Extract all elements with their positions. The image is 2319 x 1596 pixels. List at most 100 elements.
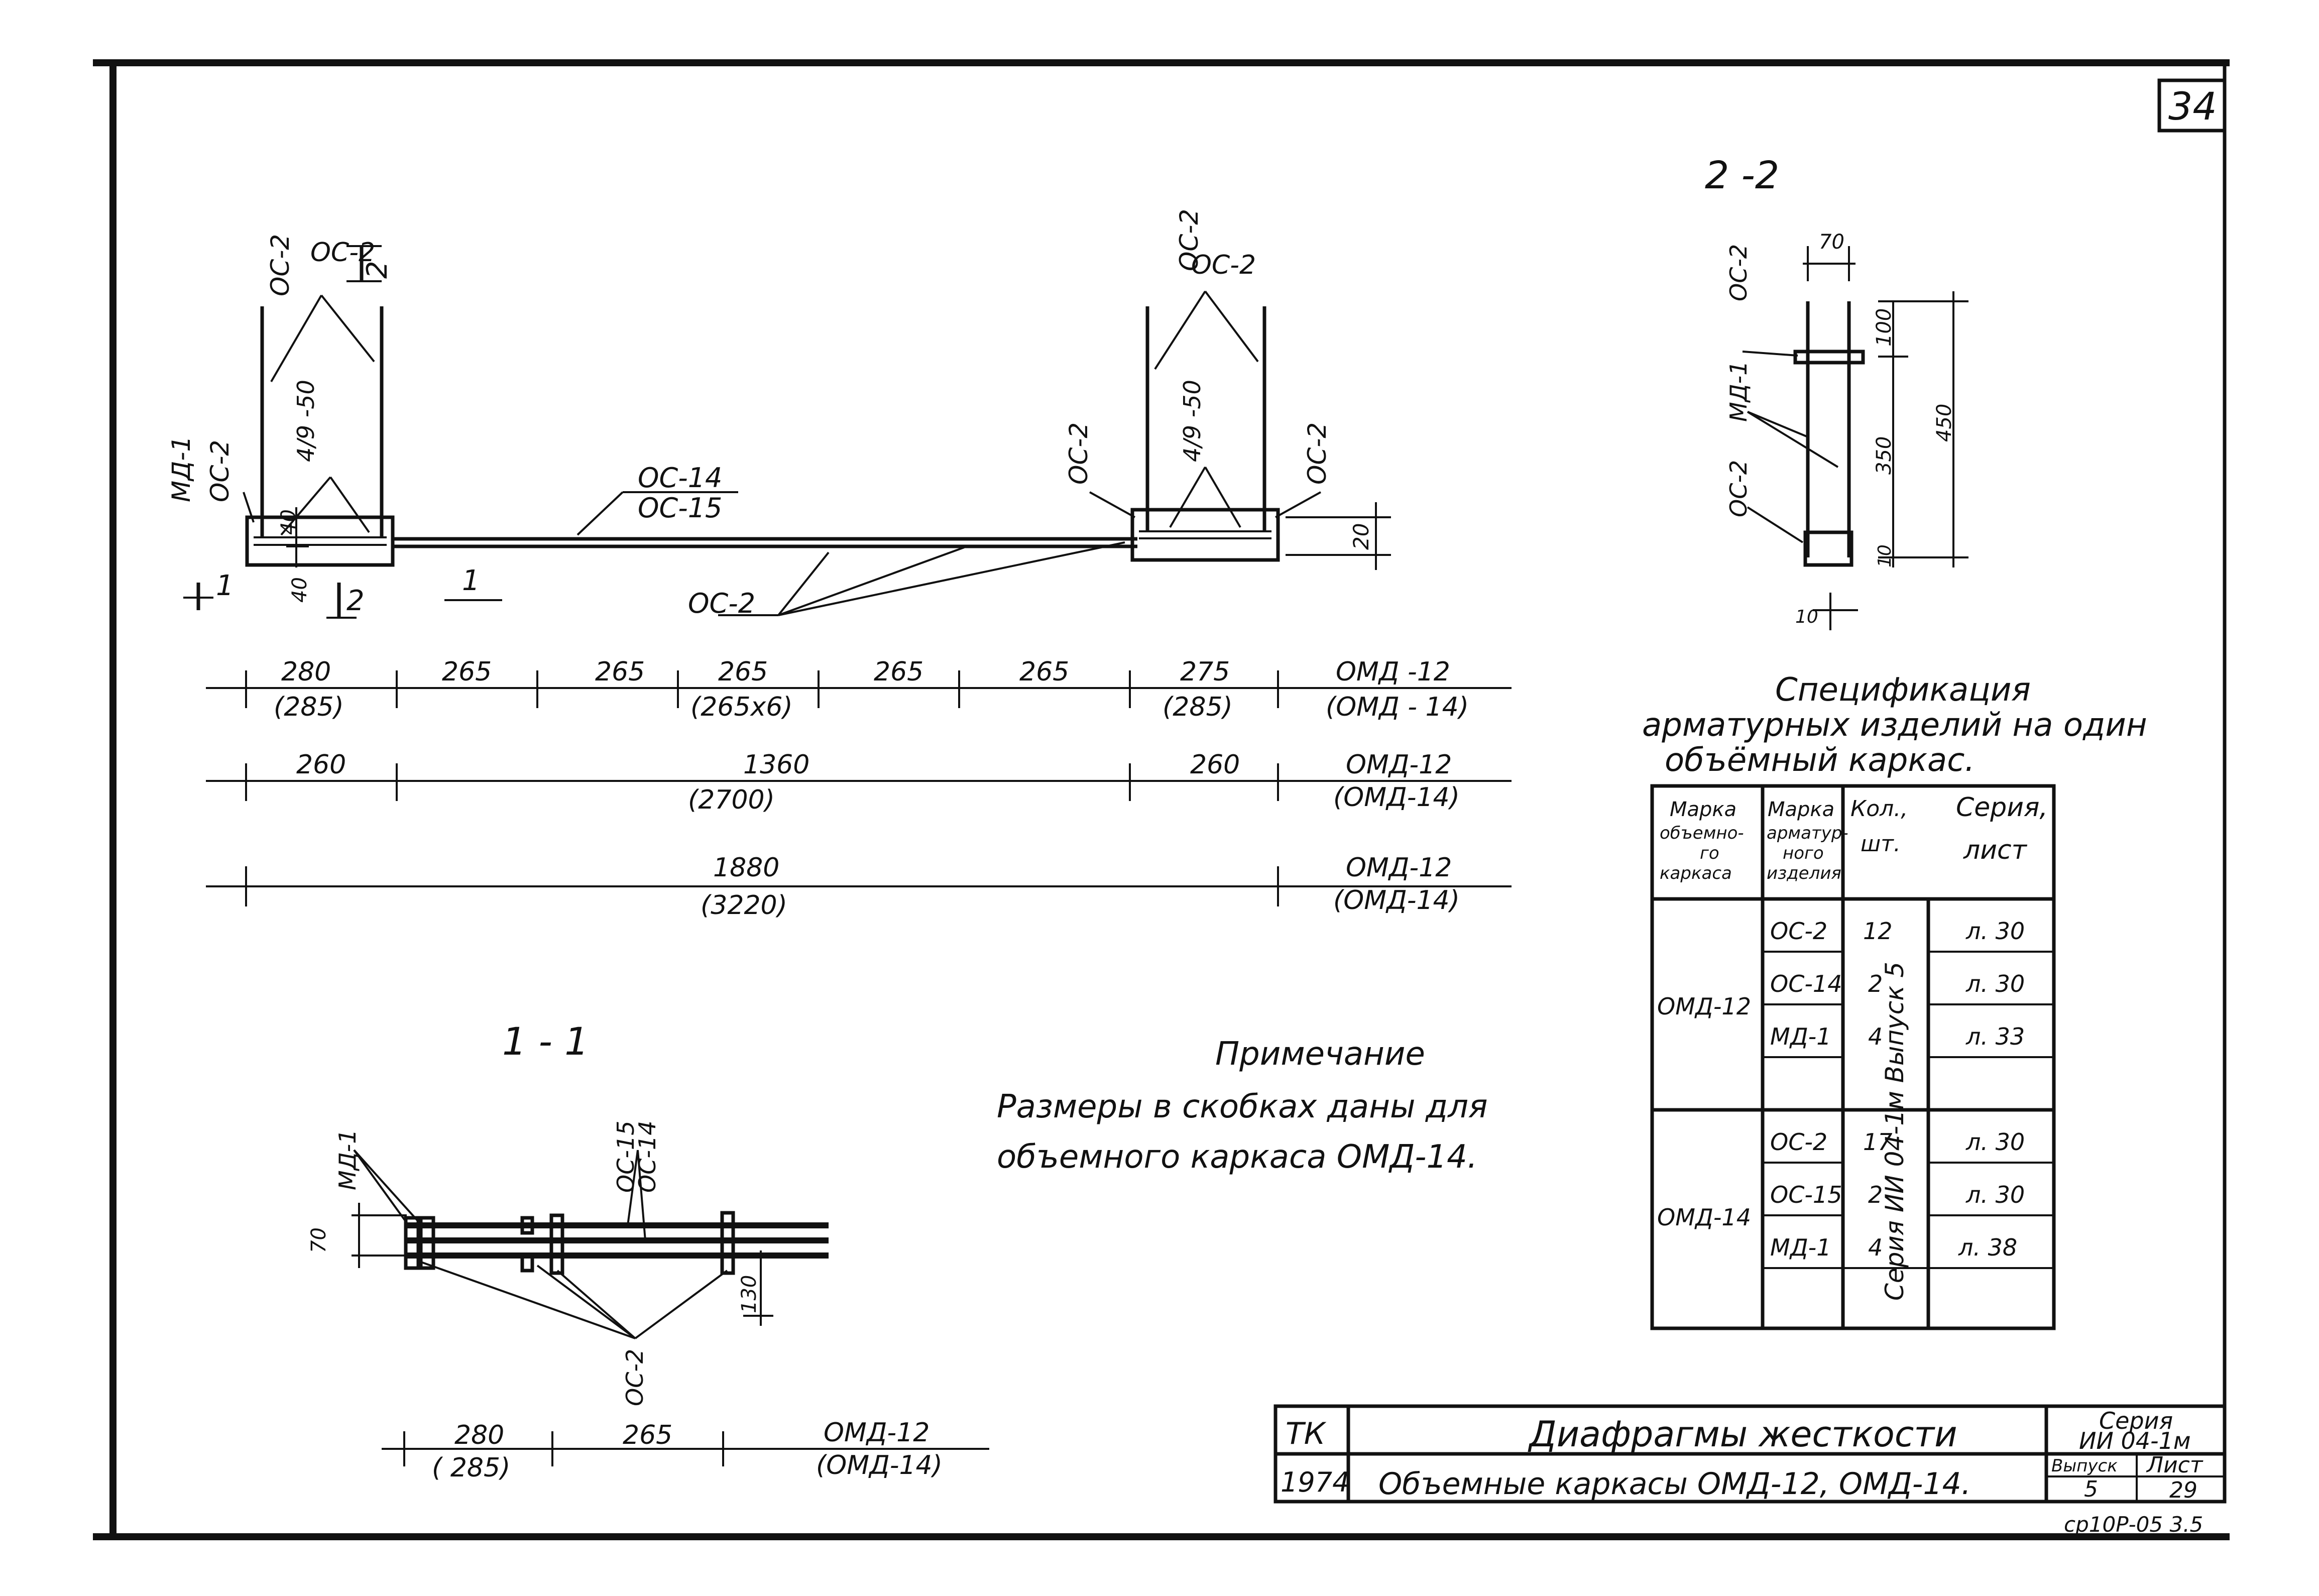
dim-r2-2-alt: (2700) [688, 785, 775, 815]
dim-r3-main: 1880 [713, 853, 779, 883]
spec-g2-r3-qty: 4 [1868, 1234, 1883, 1261]
sec22-dim-mid: 350 [1873, 436, 1896, 475]
label-beam-os14: ОС-14 [638, 462, 722, 494]
spec-h3-l2: шт. [1861, 831, 1901, 857]
label-os2-left-top: ОС-2 [266, 234, 295, 296]
spec-g1-r2-qty: 2 [1868, 970, 1883, 997]
spec-g1-r2-item: ОС-14 [1770, 970, 1842, 997]
tb-series-label: Серия [2099, 1407, 2173, 1434]
label-os2-right-top: ОС-2 [1175, 209, 1204, 271]
dim-r3-tag: ОМД-12 [1346, 853, 1452, 883]
spec-g1-r2-sheet: л. 30 [1965, 970, 2025, 997]
dim-r1-7: 275 [1180, 657, 1230, 687]
dim-r1-7-alt: (285) [1163, 692, 1233, 722]
sec11-dim-70: 70 [307, 1227, 330, 1253]
dimension-row-2: 260 1360 (2700) 260 ОМД-12 (ОМД-14) [206, 750, 1512, 815]
label-os2-right-left: ОС-2 [1064, 422, 1093, 485]
note-line-1: Размеры в скобках даны для [997, 1088, 1487, 1125]
spec-g2-frame: ОМД-14 [1657, 1204, 1751, 1231]
dim-r1-2: 265 [442, 657, 492, 687]
sec11-os14: ОС-14 [634, 1121, 661, 1193]
sec11-dim-b: 265 [623, 1420, 672, 1450]
label-md1-left: МД-1 [167, 436, 196, 502]
spec-h1-l1: Марка [1670, 798, 1736, 821]
note-line-2: объемного каркаса ОМД-14. [997, 1138, 1477, 1176]
label-cut-2-top: 2 [361, 261, 394, 279]
dim-r1-6: 265 [1019, 657, 1069, 687]
specification: Спецификация арматурных изделий на один … [1642, 671, 2147, 1330]
spec-title-3: объёмный каркас. [1665, 742, 1975, 779]
dim-r1-tag: ОМД -12 [1336, 657, 1450, 687]
spec-h2-l1: Марка [1768, 798, 1834, 821]
tb-sheet-value: 29 [2169, 1477, 2197, 1503]
main-elevation [183, 245, 1391, 619]
spec-g2-r1-qty: 17 [1863, 1128, 1893, 1156]
sec22-dim-bottom: 10 [1875, 544, 1895, 567]
spec-g1-frame: ОМД-12 [1657, 993, 1751, 1020]
spec-g2-r3-item: МД-1 [1770, 1234, 1831, 1261]
sheet-frame [93, 59, 2230, 1540]
sec11-dim-130: 130 [738, 1275, 761, 1313]
dimension-row-1: 280 (285) 265 265 265 (265x6) 265 265 27… [206, 657, 1512, 722]
dim-r1-4-alt: (265x6) [690, 692, 793, 722]
sec11-dim-a: 280 [454, 1420, 504, 1450]
elevation-labels: МД-1 ОС-2 ОС-2 4/9 -50 40 40 1 2 1 2 ОС-… [167, 209, 1373, 619]
label-cut-2-bottom: 2 [346, 585, 365, 617]
spec-g1-r3-sheet: л. 33 [1965, 1023, 2025, 1050]
tb-year: 1974 [1281, 1466, 1349, 1498]
spec-g2-r2-item: ОС-15 [1770, 1181, 1842, 1208]
section-1-1: 1 - 1 МД-1 ОС-15 ОС-14 ОС-2 70 130 2 [307, 1019, 989, 1483]
spec-g1-r3-qty: 4 [1868, 1023, 1883, 1050]
spec-g1-r3-item: МД-1 [1770, 1023, 1831, 1050]
sec11-tag: ОМД-12 [824, 1418, 930, 1448]
label-dim-40-a: 40 [277, 509, 300, 535]
dim-r3-alt: (3220) [701, 890, 787, 921]
sec22-md1: МД-1 [1725, 361, 1752, 422]
tb-stamp: ср10Р-05 3.5 [2064, 1512, 2203, 1537]
tb-series-value: ИИ 04-1м [2079, 1427, 2191, 1454]
sec11-md1: МД-1 [334, 1129, 361, 1191]
spec-series-vertical: Серия ИИ 04-1м Выпуск 5 [1880, 962, 1909, 1301]
section-2-2: 2 -2 ОС-2 МД-1 ОС-2 70 100 350 450 10 10 [1705, 153, 1968, 630]
spec-g2-r2-sheet: л. 30 [1965, 1181, 2025, 1208]
tb-issue-label: Выпуск [2051, 1456, 2118, 1476]
spec-g1-r1-qty: 12 [1863, 918, 1893, 945]
dim-r1-3: 265 [595, 657, 645, 687]
label-cut-1-mid: 1 [462, 564, 480, 597]
sec11-os2: ОС-2 [621, 1349, 648, 1406]
label-oc2-right-cage: ОС-2 [1191, 250, 1256, 280]
dim-r1-1-alt: (285) [274, 692, 344, 722]
spec-h1-l4: каркаса [1660, 863, 1732, 883]
sec22-dim-top: 100 [1873, 308, 1896, 347]
sec11-os15: ОС-15 [612, 1121, 639, 1193]
sec22-dim-total: 450 [1933, 404, 1956, 442]
spec-g1-r1-sheet: л. 30 [1965, 918, 2025, 945]
spec-h3-l1: Кол., [1850, 796, 1908, 822]
spec-g1-r1-item: ОС-2 [1770, 918, 1827, 945]
spec-h1-l3: го [1700, 843, 1719, 863]
section-1-1-title: 1 - 1 [502, 1019, 589, 1064]
sec11-dim-a-alt: ( 285) [432, 1453, 510, 1483]
spec-title-2: арматурных изделий на один [1642, 707, 2147, 744]
tb-title: Диафрагмы жесткости [1528, 1414, 1957, 1455]
tb-code: ТК [1286, 1416, 1327, 1451]
label-os2-left: ОС-2 [205, 440, 235, 502]
dim-r2-tag: ОМД-12 [1346, 750, 1452, 780]
spec-h4-l1: Серия, [1956, 792, 2048, 823]
tb-issue-value: 5 [2084, 1476, 2098, 1502]
sec11-tag-alt: (ОМД-14) [816, 1450, 943, 1480]
title-block: ТК 1974 Диафрагмы жесткости Объемные кар… [1273, 1404, 2227, 1537]
dim-r2-1: 260 [296, 750, 346, 780]
dim-r1-1: 280 [281, 657, 331, 687]
dim-r2-3: 260 [1190, 750, 1240, 780]
dim-r2-tag-alt: (ОМД-14) [1333, 782, 1460, 813]
spec-title-1: Спецификация [1775, 671, 2031, 709]
dim-r1-4: 265 [718, 657, 768, 687]
sec22-dim-width: 70 [1819, 231, 1844, 254]
dim-r3-tag-alt: (ОМД-14) [1333, 885, 1460, 916]
sheet-number-box: 34 [2157, 78, 2227, 133]
label-cut-1-left: 1 [216, 569, 234, 602]
dimension-row-3: 1880 (3220) ОМД-12 (ОМД-14) [206, 853, 1512, 921]
spec-g2-r2-qty: 2 [1868, 1181, 1883, 1208]
label-rebar-right: 4/9 -50 [1179, 380, 1206, 462]
